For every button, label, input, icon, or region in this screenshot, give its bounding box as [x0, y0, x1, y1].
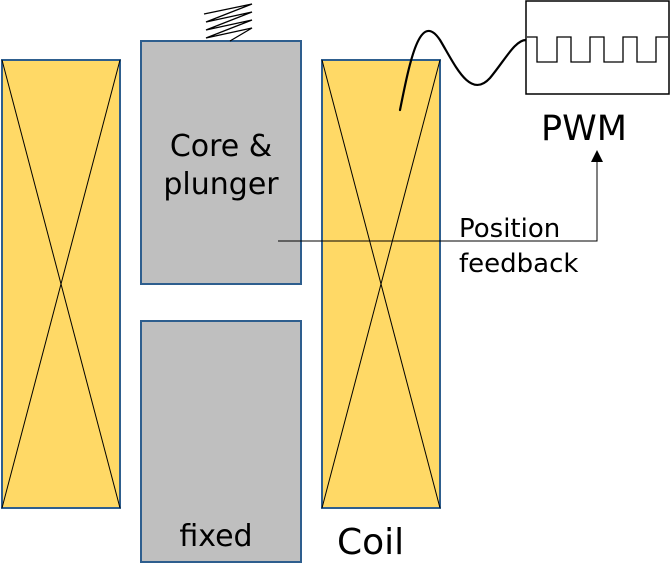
pwm-frame: [525, 0, 670, 95]
feedback-label-line2: feedback: [459, 249, 579, 280]
position-feedback-label: Position feedback: [459, 212, 578, 282]
pwm-box: [525, 0, 670, 95]
core-plunger-block: [140, 40, 302, 285]
spring-icon: [203, 3, 253, 42]
right-coil-cross-b: [321, 59, 441, 509]
square-wave-icon: [527, 36, 668, 63]
coil-label: Coil: [337, 522, 405, 563]
feedback-line: [278, 160, 598, 242]
arrow-up-icon: [591, 150, 603, 162]
left-coil: [1, 59, 121, 509]
core-plunger-label: Core & plunger: [140, 128, 302, 205]
core-label-line1: Core &: [169, 129, 273, 164]
fixed-label: fixed: [179, 519, 253, 554]
pwm-label: PWM: [541, 109, 627, 149]
right-coil: [321, 59, 441, 509]
pwm-wire: [398, 30, 528, 112]
fixed-block: [140, 320, 302, 563]
feedback-label-line1: Position: [459, 214, 561, 244]
left-coil-cross-b: [1, 59, 121, 509]
core-label-line2: plunger: [163, 167, 279, 203]
